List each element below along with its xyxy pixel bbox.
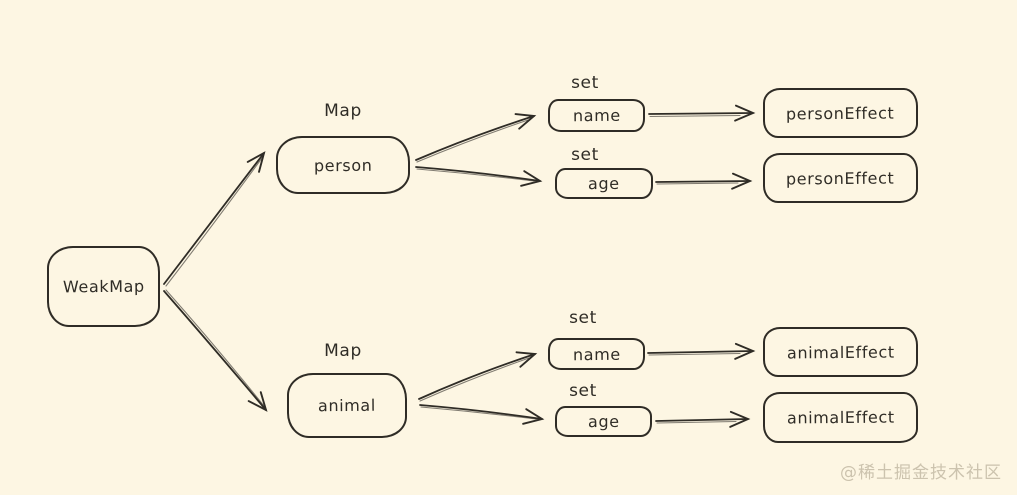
node-person-name-label: name (572, 105, 621, 126)
node-person-label: person (313, 155, 373, 175)
node-person-age-label: age (588, 173, 620, 194)
node-animal-map: animal (287, 373, 407, 438)
arrow-weakmap-to-person-sketch (165, 157, 263, 287)
node-animal-name-key: name (548, 338, 645, 370)
node-person-age-key: age (555, 168, 653, 199)
arrow-person-to-name-sketch (416, 119, 529, 163)
arrow-animal-to-name (418, 351, 538, 400)
arrow-name-to-animaleffect-sketch (648, 352, 741, 356)
arrow-weakmap-to-animal-sketch (165, 289, 265, 407)
node-animal-name-label: name (572, 344, 621, 364)
node-animal-effect-2: animalEffect (763, 392, 918, 443)
node-person-effect-2: personEffect (763, 153, 918, 203)
node-person-map: person (276, 136, 410, 194)
arrow-age-to-personeffect-sketch (656, 182, 739, 185)
node-animal-effect-2-label: animalEffect (786, 407, 895, 428)
node-animal-age-key: age (555, 406, 652, 437)
label-set-animal-age: set (569, 381, 597, 401)
node-person-effect-1: personEffect (763, 88, 918, 138)
arrow-animal-to-age-sketch (420, 406, 537, 420)
arrow-weakmap-to-animal (163, 290, 268, 412)
node-person-name-key: name (548, 99, 645, 132)
label-map-animal: Map (324, 341, 362, 361)
arrow-person-to-name (415, 113, 537, 161)
node-person-effect-2-label: personEffect (786, 168, 895, 188)
arrow-animal-to-name-sketch (419, 357, 530, 402)
label-map-person: Map (324, 101, 362, 121)
arrow-age-to-animaleffect (655, 410, 751, 428)
node-animal-label: animal (317, 395, 376, 416)
node-weakmap-label: WeakMap (62, 276, 145, 297)
node-animal-effect-1: animalEffect (763, 327, 918, 377)
arrow-age-to-personeffect (655, 172, 753, 190)
arrow-age-to-animaleffect-sketch (656, 420, 737, 424)
arrow-name-to-personeffect-sketch (649, 114, 741, 118)
node-weakmap: WeakMap (47, 246, 160, 327)
arrow-person-to-age (415, 166, 543, 187)
arrow-animal-to-age (419, 404, 545, 425)
arrow-name-to-personeffect (648, 104, 756, 122)
node-person-effect-1-label: personEffect (786, 103, 895, 123)
node-animal-age-label: age (587, 411, 620, 432)
arrow-weakmap-to-person (163, 151, 266, 285)
label-set-person-age: set (571, 145, 599, 165)
watermark: @稀土掘金技术社区 (840, 463, 1002, 483)
arrow-person-to-age-sketch (416, 168, 535, 182)
node-animal-effect-1-label: animalEffect (786, 342, 895, 362)
arrow-name-to-animaleffect (647, 342, 756, 360)
label-set-animal-name: set (569, 308, 597, 328)
label-set-person-name: set (571, 73, 599, 93)
